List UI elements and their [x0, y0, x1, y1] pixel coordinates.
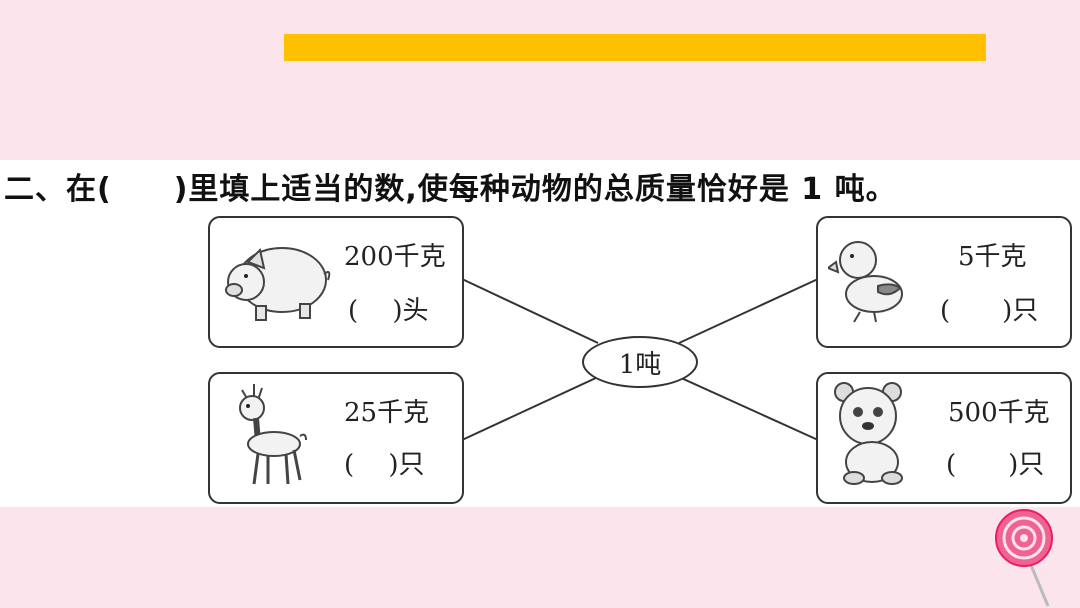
- title-bar: [284, 34, 986, 61]
- duck-weight: 5千克: [958, 242, 1027, 272]
- bear-blank[interactable]: ( )只: [946, 450, 1045, 480]
- duck-blank[interactable]: ( )只: [940, 296, 1039, 326]
- deer-icon: [239, 384, 307, 485]
- deer-blank[interactable]: ( )只: [344, 450, 425, 480]
- center-oval: 1吨: [582, 336, 698, 388]
- pig-blank[interactable]: ( )头: [348, 296, 429, 326]
- pig-icon: [225, 247, 331, 321]
- duck-icon: [828, 241, 903, 323]
- deer-card: [208, 372, 464, 504]
- bear-icon: [834, 382, 903, 485]
- lollipop-icon: [995, 509, 1053, 607]
- bear-weight: 500千克: [948, 398, 1050, 428]
- deer-weight: 25千克: [344, 398, 430, 428]
- pig-weight: 200千克: [344, 242, 446, 272]
- question-text: 二、在( )里填上适当的数,使每种动物的总质量恰好是 1 吨。: [4, 172, 897, 207]
- center-label: 1吨: [618, 349, 662, 380]
